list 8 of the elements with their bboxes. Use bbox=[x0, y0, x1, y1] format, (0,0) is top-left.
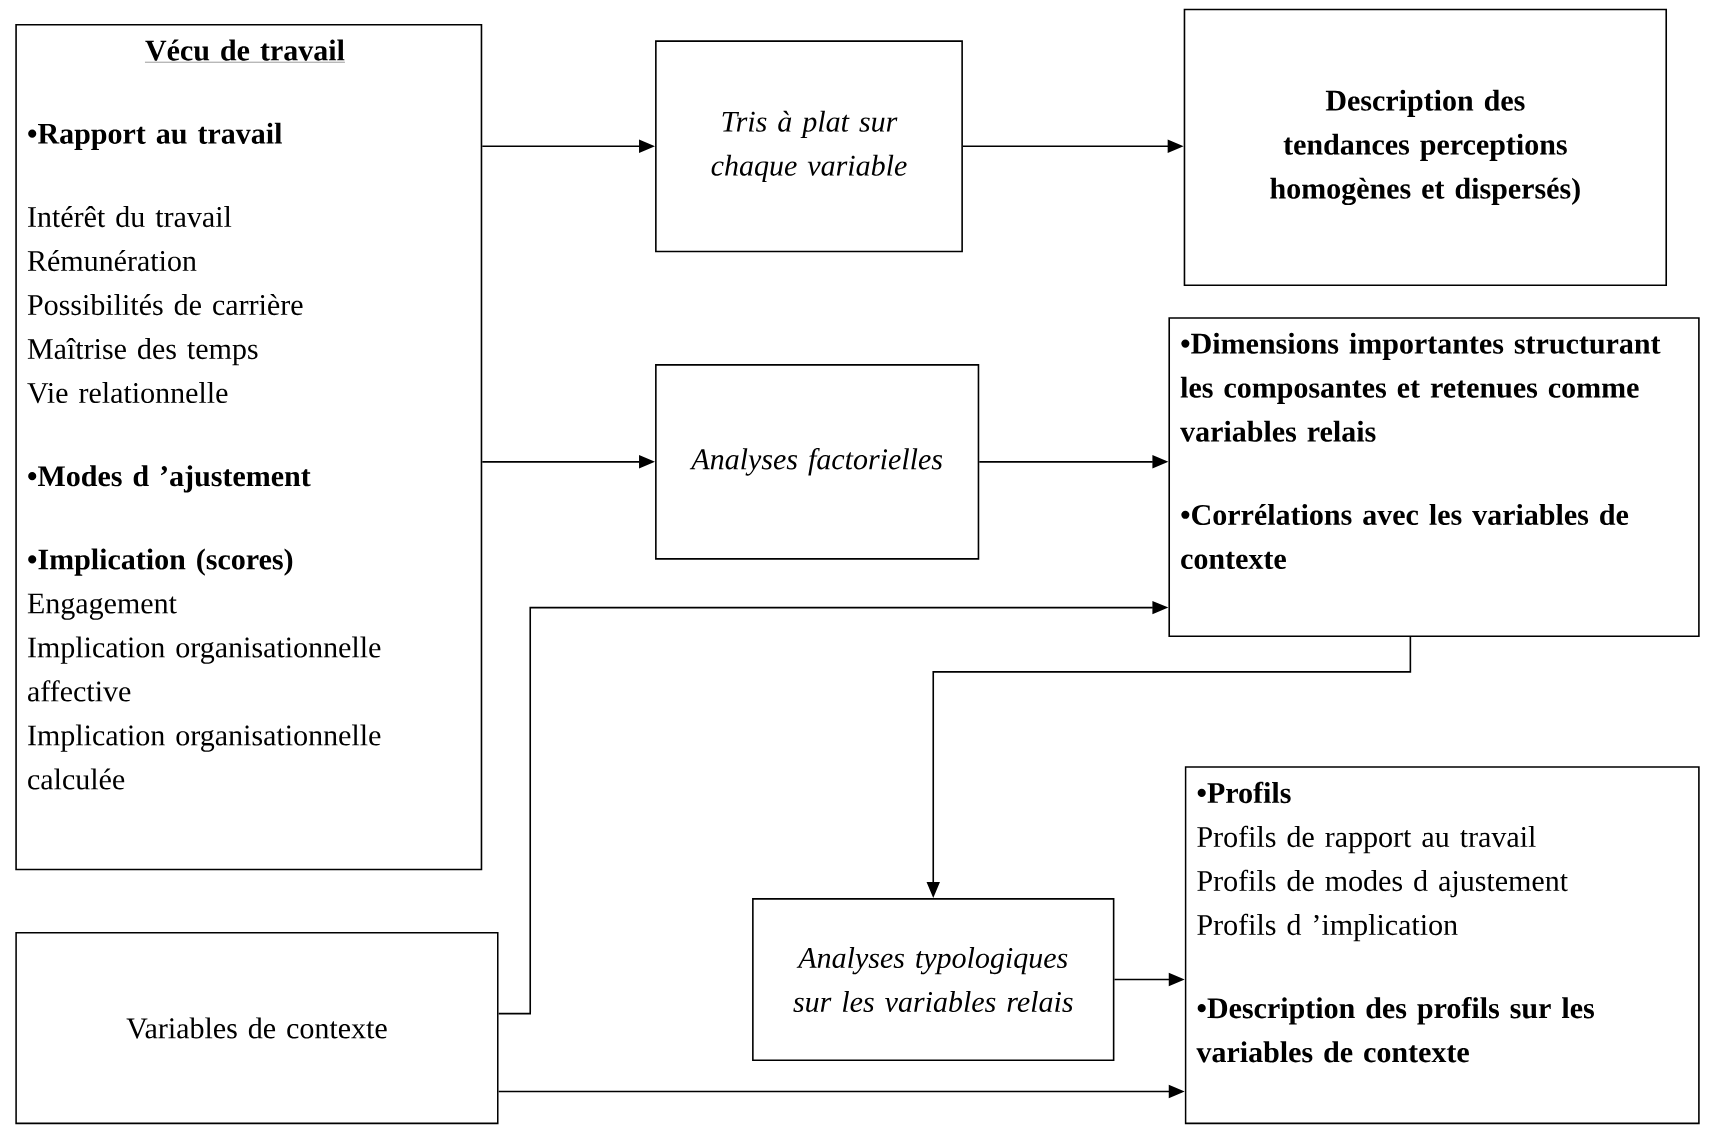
result-box: Description des tendances perceptions homogènes et dispersés) bbox=[1183, 8, 1667, 287]
result-box: •Profils Profils de rapport au travail Profils de modes d ajustement Profils d ’implication •Description des profils sur les variables de contexte bbox=[1184, 766, 1700, 1125]
text-box: Vécu de travail •Rapport au travail Intérêt du travail Rémunération Possibilités de carrière Maîtrise des temps Vie relationnelle •Modes d ’ajustement •Implication (scores) Engagement Implication organisationnelle affective Implication organisationnelle calculée bbox=[15, 24, 483, 871]
process-box: Analyses factorielles bbox=[655, 364, 980, 560]
result-box: •Dimensions importantes structurant les composantes et retenues comme variables relais •Corrélations avec les variables de contexte bbox=[1168, 317, 1700, 638]
process-box: Tris à plat sur chaque variable bbox=[655, 40, 963, 253]
process-box: Analyses typologiques sur les variables relais bbox=[752, 898, 1115, 1061]
input-box: Variables de contexte bbox=[15, 931, 499, 1125]
